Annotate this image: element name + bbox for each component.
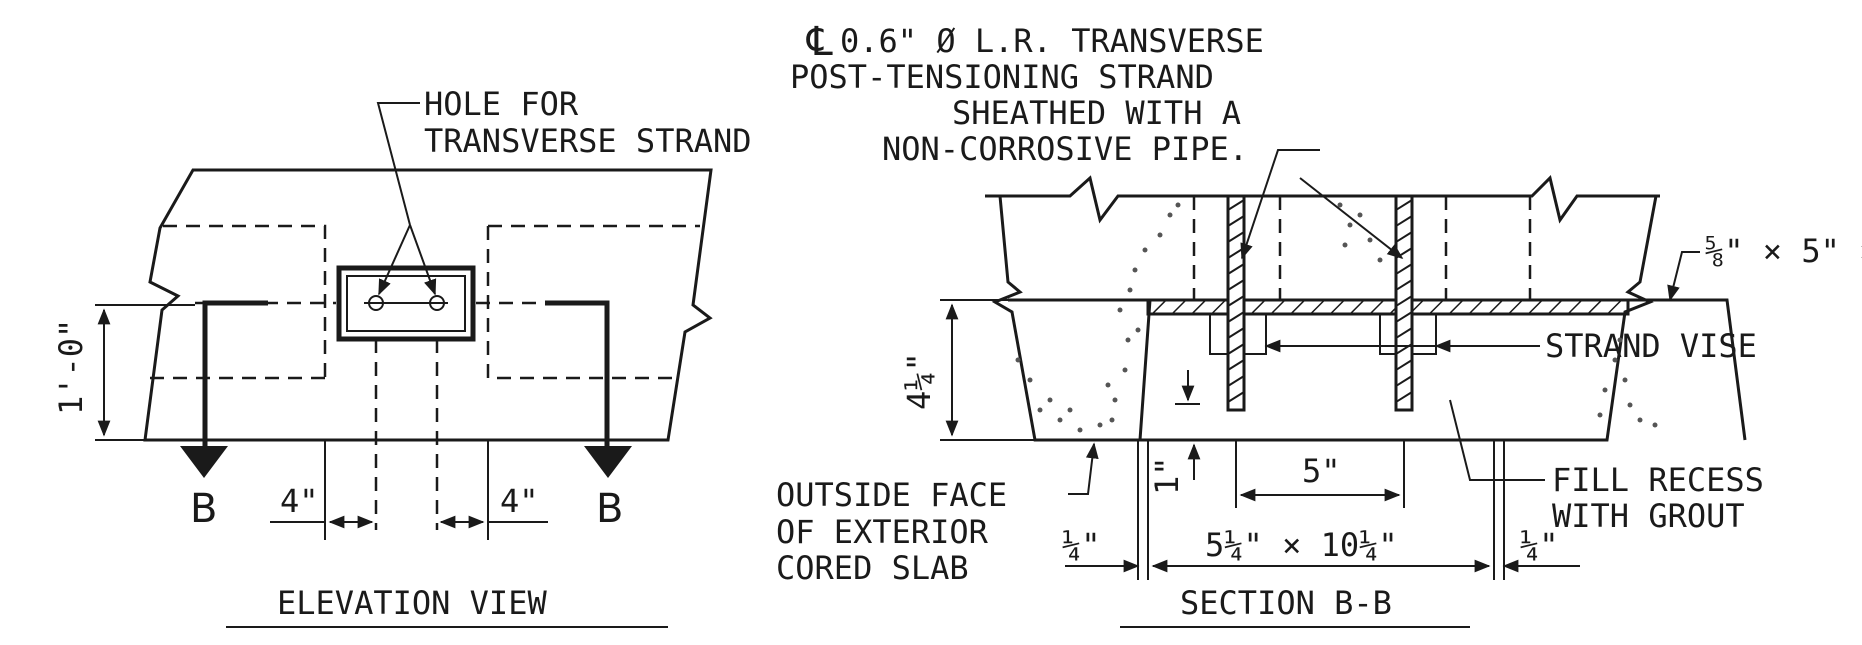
strand-vise-label: STRAND VISE xyxy=(1545,327,1757,365)
hole-label-line2: TRANSVERSE STRAND xyxy=(424,122,752,160)
elevation-dim-left: 4" xyxy=(280,482,319,520)
plate-label: ⅝" × 5" × 10" ℙ xyxy=(1705,232,1862,270)
strand-label-line1: 0.6" Ø L.R. TRANSVERSE xyxy=(840,22,1264,60)
recess-block xyxy=(336,265,476,342)
section-slab-left xyxy=(991,195,1140,442)
grout-fill-right xyxy=(1337,202,1658,428)
section-height-dim: 4¼" xyxy=(900,352,938,410)
bearing-plate xyxy=(1146,298,1630,316)
strand-label-line2: POST-TENSIONING STRAND xyxy=(790,58,1214,96)
section-cut-left xyxy=(202,300,268,450)
section-inch-dim: 1" xyxy=(1148,456,1186,495)
hole-label-line1: HOLE FOR xyxy=(424,85,579,123)
section-slab-right xyxy=(1500,195,1658,442)
strand-label-cl: ℄ xyxy=(806,19,833,65)
elevation-void-top xyxy=(150,224,327,380)
elevation-height-dim: 1'-0" xyxy=(52,319,90,415)
elevation-dim-right: 4" xyxy=(500,482,539,520)
outside-face-line3: CORED SLAB xyxy=(776,549,969,587)
quarter-dim-left: ¼" xyxy=(1062,526,1101,564)
section-mark-left: B xyxy=(190,486,217,532)
grout-fill-left xyxy=(1015,202,1181,433)
section-cut-left-arrowhead xyxy=(180,446,228,478)
strand-label-line4: NON-CORROSIVE PIPE. xyxy=(882,130,1248,168)
section-cut-right xyxy=(545,300,610,450)
outside-face-line1: OUTSIDE FACE xyxy=(776,476,1007,514)
strand-label-line3: SHEATHED WITH A xyxy=(952,94,1241,132)
section-title: SECTION B-B xyxy=(1180,584,1392,622)
fill-recess-line2: WITH GROUT xyxy=(1552,497,1745,535)
elevation-view: HOLE FOR TRANSVERSE STRAND B B 1'-0" 4" … xyxy=(52,85,752,628)
strand-left xyxy=(1226,194,1246,412)
elevation-title: ELEVATION VIEW xyxy=(277,584,547,622)
elevation-void-right xyxy=(486,224,700,380)
strand-right xyxy=(1394,194,1414,412)
section-slab-top xyxy=(985,175,1660,224)
outside-face-line2: OF EXTERIOR xyxy=(776,513,989,551)
elevation-slab-outline xyxy=(143,168,713,442)
section-cut-right-arrowhead xyxy=(584,446,632,478)
section-view: ℄ 0.6" Ø L.R. TRANSVERSE POST-TENSIONING… xyxy=(776,19,1862,628)
strand-spacing-dim: 5" xyxy=(1302,452,1341,490)
section-mark-right: B xyxy=(596,486,623,532)
recess-size-dim: 5¼" × 10¼" xyxy=(1205,526,1398,564)
quarter-dim-right: ¼" xyxy=(1520,526,1559,564)
fill-recess-line1: FILL RECESS xyxy=(1552,461,1764,499)
